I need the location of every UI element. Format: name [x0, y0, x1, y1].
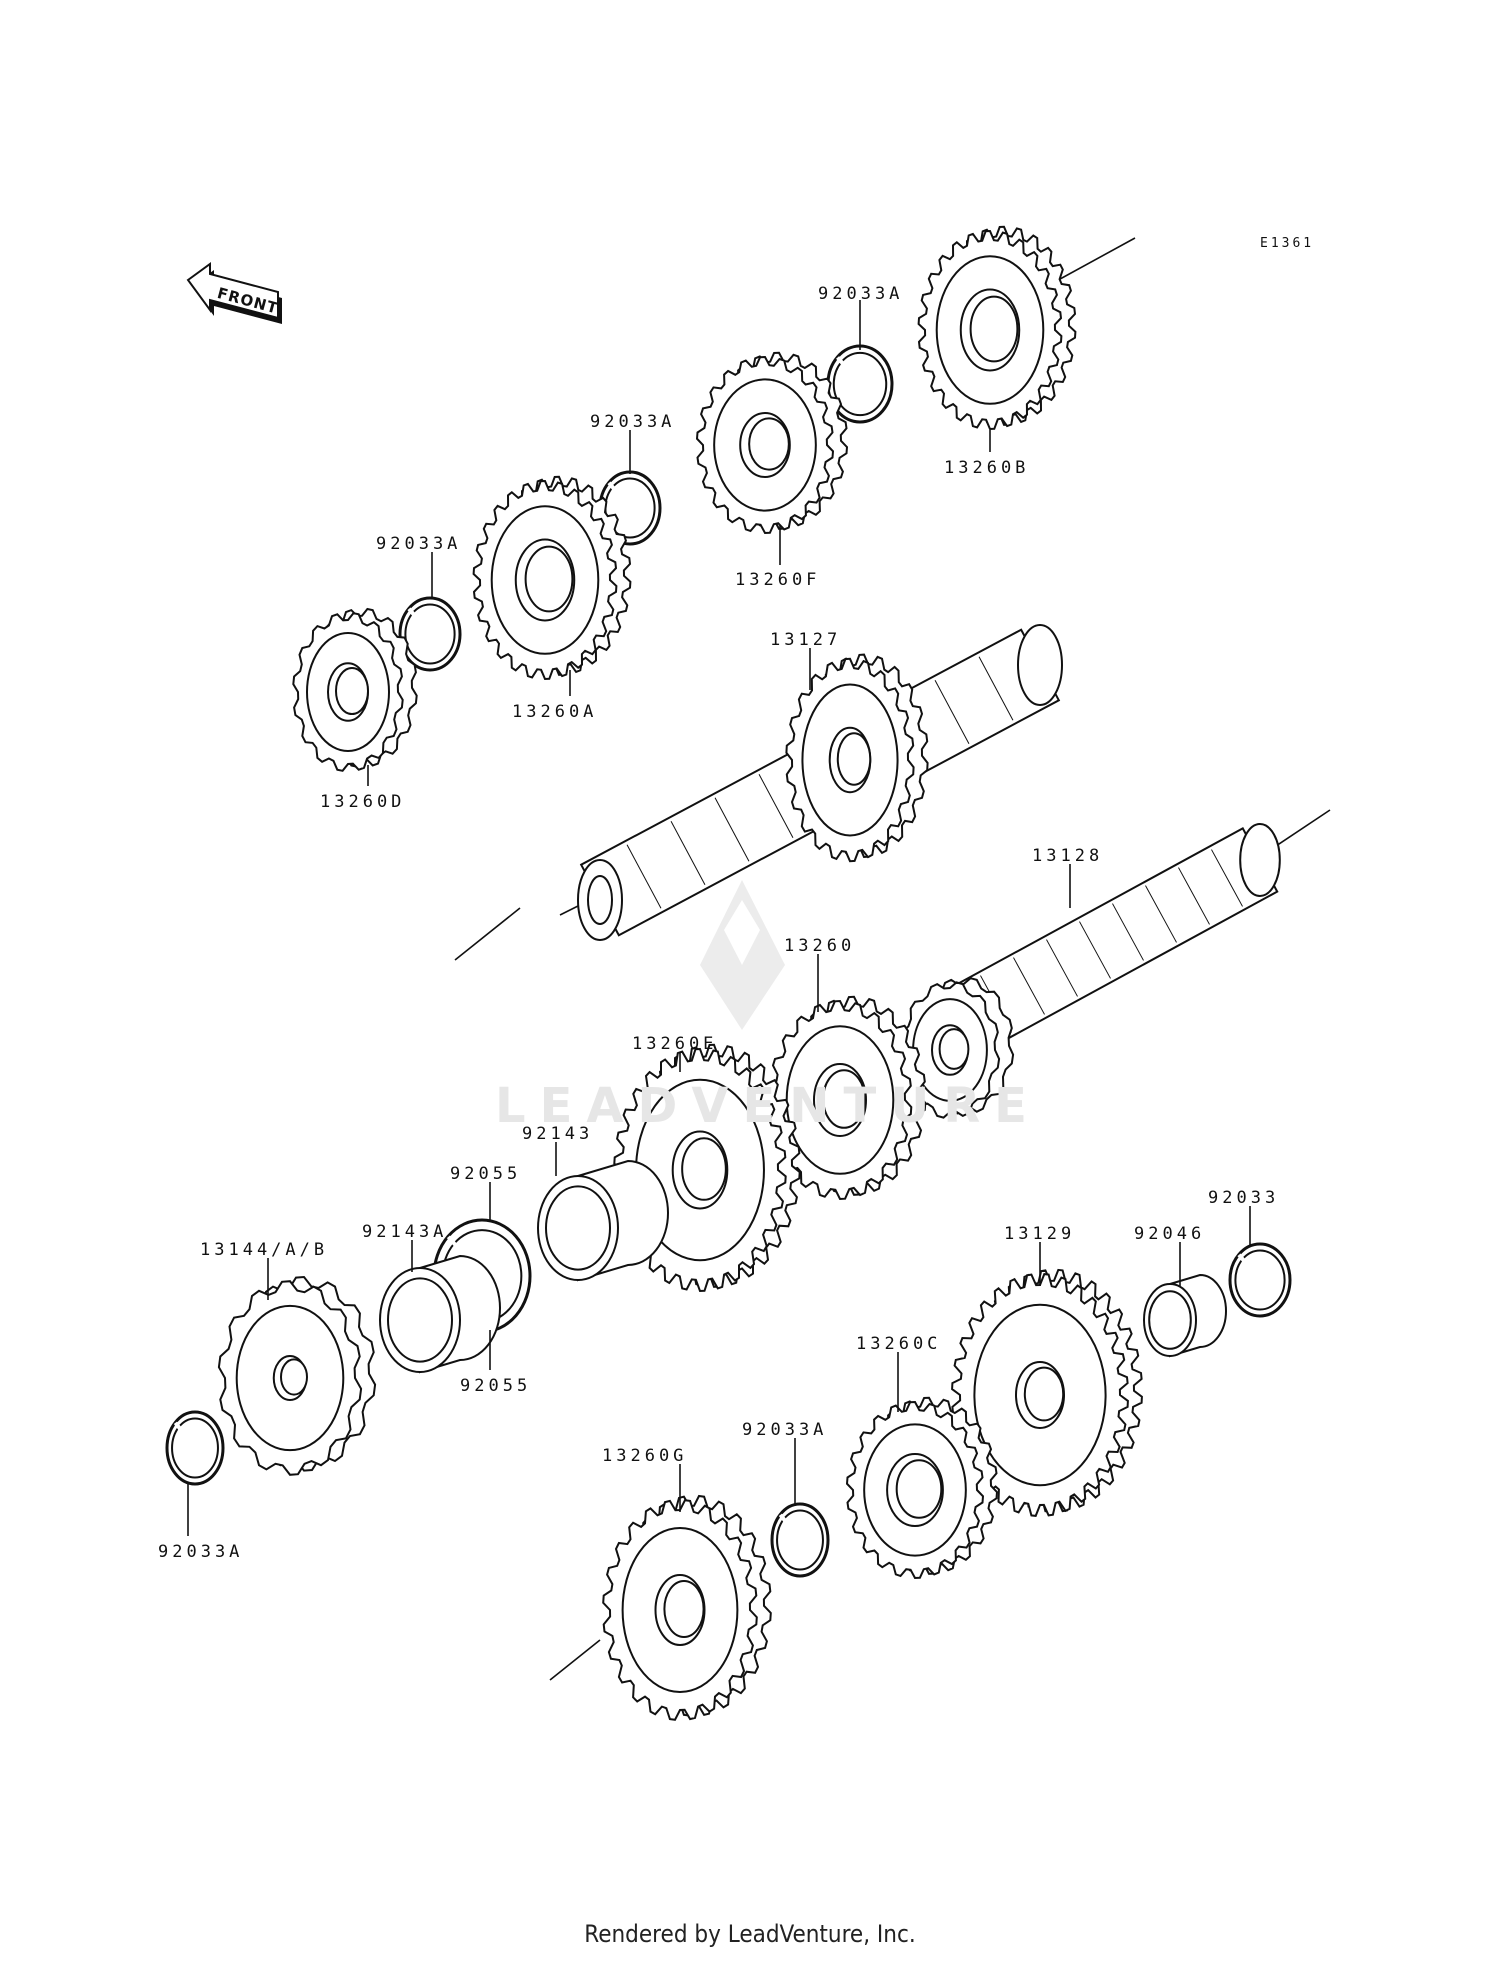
part-label-13129: 13129 [1004, 1224, 1076, 1244]
bush-92143 [537, 1159, 669, 1282]
part-label-13127: 13127 [770, 630, 842, 650]
gear-13260G [602, 1494, 772, 1721]
part-label-13128: 13128 [1032, 846, 1104, 866]
part-label-13260G: 13260G [602, 1446, 688, 1466]
footer-credit: Rendered by LeadVenture, Inc. [584, 1920, 916, 1948]
gear-13260C [845, 1396, 999, 1580]
gear-13129 [951, 1268, 1143, 1517]
hub-13128-left [899, 977, 1015, 1119]
circlip-92033A-3 [398, 596, 462, 672]
part-label-92033A-third: 92033A [376, 534, 462, 554]
sprocket-13144 [217, 1275, 377, 1476]
diagram-code: E1361 [1260, 236, 1315, 251]
gear-13260A [472, 475, 632, 681]
circlip-92033A-4 [165, 1410, 225, 1486]
part-label-13260A: 13260A [512, 702, 598, 722]
part-label-13260C: 13260C [856, 1334, 942, 1354]
part-label-92143A: 92143A [362, 1222, 448, 1242]
watermark-text: LEADVENTURE [495, 1078, 1041, 1134]
circlip-92033 [1228, 1242, 1292, 1318]
part-label-13260E: 13260E [632, 1034, 718, 1054]
gear-13260 [767, 995, 927, 1201]
gear-13127-integral [785, 653, 929, 863]
part-label-92033: 92033 [1208, 1188, 1280, 1208]
part-label-92033A-second: 92033A [590, 412, 676, 432]
part-label-92055-top: 92055 [450, 1164, 522, 1184]
gear-13260F [695, 351, 849, 535]
gear-13260D [292, 607, 418, 772]
part-label-13260D: 13260D [320, 792, 406, 812]
part-label-92033A-top: 92033A [818, 284, 904, 304]
front-direction-arrow: FRONT [180, 258, 290, 338]
part-label-13260: 13260 [784, 936, 856, 956]
part-label-13144-A-B: 13144/A/B [200, 1240, 329, 1260]
part-label-13260F: 13260F [735, 570, 821, 590]
part-label-13260B: 13260B [944, 458, 1030, 478]
part-label-92143: 92143 [522, 1124, 594, 1144]
part-label-92033A-lower: 92033A [742, 1420, 828, 1440]
bush-92143A [379, 1254, 501, 1374]
needle-bearing-92046 [1143, 1273, 1227, 1358]
part-label-92055-bottom: 92055 [460, 1376, 532, 1396]
part-label-92046: 92046 [1134, 1224, 1206, 1244]
circlip-92033A-5 [770, 1502, 830, 1578]
part-label-92033A-left: 92033A [158, 1542, 244, 1562]
gear-13260B [917, 225, 1077, 431]
